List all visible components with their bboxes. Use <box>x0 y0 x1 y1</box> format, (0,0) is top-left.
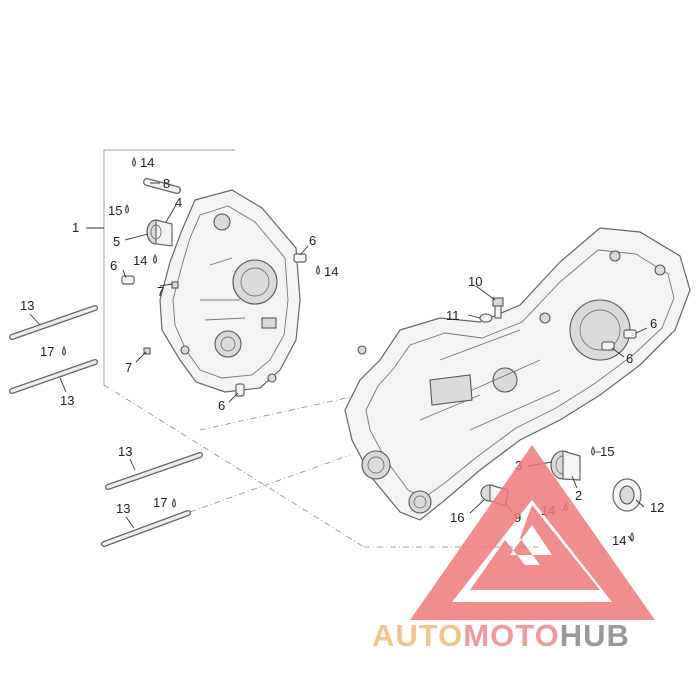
assembly-bracket <box>86 149 540 548</box>
watermark-word-hub: HUB <box>560 618 630 653</box>
label-2: 2 <box>575 488 582 503</box>
watermark-text: AUTOMOTOHUB <box>372 618 630 653</box>
label-5: 5 <box>113 234 120 249</box>
label-6-right-a: 6 <box>650 316 657 331</box>
label-13-c: 13 <box>118 444 132 459</box>
watermark-word-auto: AUTO <box>372 618 463 653</box>
logo-inner-triangle <box>470 505 600 590</box>
label-15-left: 15 <box>108 203 122 218</box>
washer-11 <box>479 313 493 323</box>
bearing-5 <box>146 219 173 247</box>
label-14-right: 14 <box>324 264 338 279</box>
clip-7-lower <box>143 347 151 355</box>
drop-17-lower <box>171 497 177 508</box>
label-8: 8 <box>163 176 170 191</box>
drop-14-mid <box>152 253 158 264</box>
label-15-right: 15 <box>600 444 614 459</box>
stud-upper-left <box>9 305 98 340</box>
label-13-b: 13 <box>60 393 74 408</box>
label-16: 16 <box>450 510 464 525</box>
watermark: AUTOMOTOHUB <box>372 445 655 653</box>
watermark-logo <box>410 445 655 620</box>
label-13-a: 13 <box>20 298 34 313</box>
logo-outer-triangle <box>410 445 655 620</box>
drop-15-right <box>590 445 596 456</box>
label-14-seal: 14 <box>612 533 626 548</box>
label-12: 12 <box>650 500 664 515</box>
drop-14-top <box>131 156 137 167</box>
label-6-right-b: 6 <box>626 351 633 366</box>
label-6-center: 6 <box>309 233 316 248</box>
part-labels: 1 14 8 15 4 5 14 6 7 6 14 7 6 13 17 13 1… <box>20 155 664 548</box>
label-14-mid: 14 <box>133 253 147 268</box>
dowel-6-right-b <box>601 341 615 351</box>
label-6-bottom: 6 <box>218 398 225 413</box>
dowel-6-right-a <box>623 329 637 339</box>
dowel-6-center <box>293 253 307 263</box>
stud-lower-2 <box>101 510 191 547</box>
label-7-lower: 7 <box>125 360 132 375</box>
label-6-left: 6 <box>110 258 117 273</box>
stud-middle-left <box>9 359 98 394</box>
label-7-upper: 7 <box>157 284 164 299</box>
bearing-3 <box>550 450 581 481</box>
label-10: 10 <box>468 274 482 289</box>
left-crankcase-half <box>159 189 301 393</box>
clip-7-upper <box>171 281 179 289</box>
studs <box>9 305 203 547</box>
label-17-left: 17 <box>40 344 54 359</box>
label-17-lower: 17 <box>153 495 167 510</box>
label-13-d: 13 <box>116 501 130 516</box>
watermark-word-moto: MOTO <box>463 618 559 653</box>
label-11: 11 <box>446 308 460 323</box>
dowel-6-left <box>121 275 135 285</box>
drop-17-left <box>61 345 67 356</box>
right-crankcase-half <box>344 227 691 521</box>
label-4: 4 <box>175 195 182 210</box>
stud-lower-1 <box>105 452 203 490</box>
label-14-top: 14 <box>140 155 154 170</box>
oil-seal-12 <box>612 478 642 512</box>
drop-15-left <box>124 203 130 214</box>
label-1: 1 <box>72 220 79 235</box>
drop-14-right <box>315 264 321 275</box>
drain-plug-10 <box>492 297 504 319</box>
